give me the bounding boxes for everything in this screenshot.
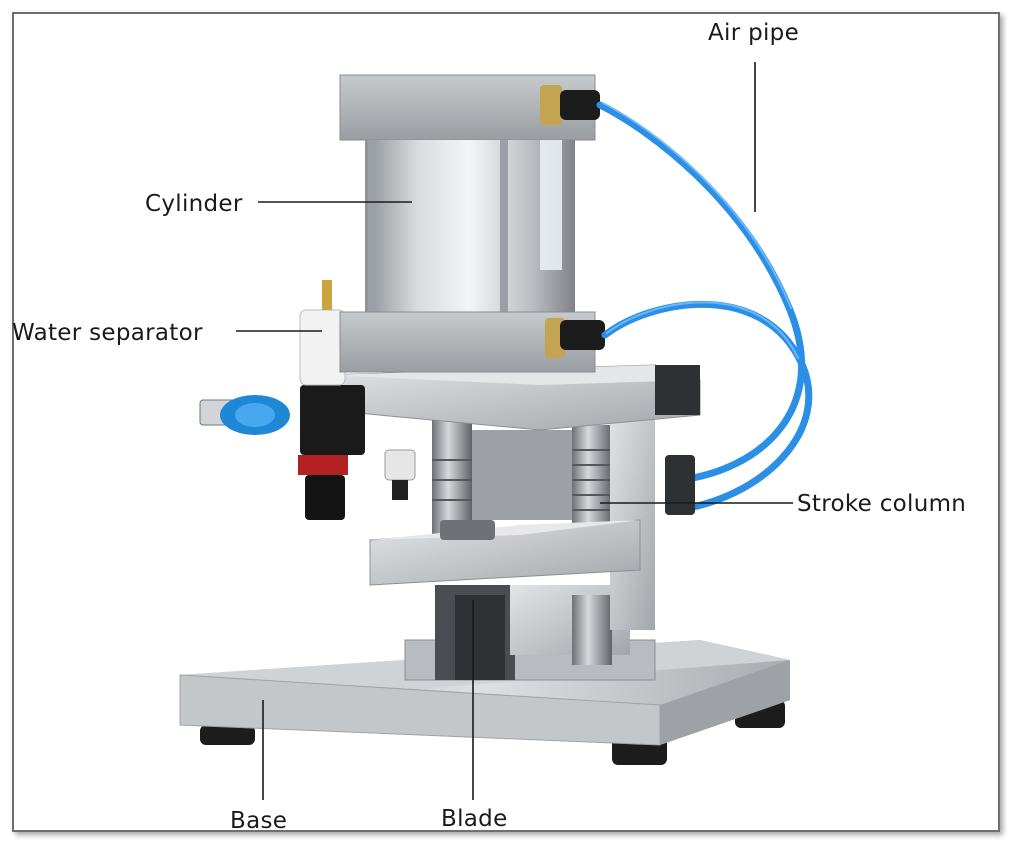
lower-die — [404, 585, 656, 681]
label-water-separator: Water separator — [12, 320, 203, 346]
water-separator — [199, 280, 416, 520]
label-stroke-column: Stroke column — [797, 491, 966, 517]
leader-lines — [236, 62, 793, 800]
label-air-pipe: Air pipe — [708, 20, 799, 46]
air-pipes — [596, 101, 813, 514]
cylinder — [339, 74, 605, 373]
top-plate — [324, 364, 701, 431]
moving-plate — [369, 519, 641, 586]
label-base: Base — [230, 808, 287, 834]
label-blade: Blade — [441, 806, 508, 832]
label-cylinder: Cylinder — [145, 191, 243, 217]
